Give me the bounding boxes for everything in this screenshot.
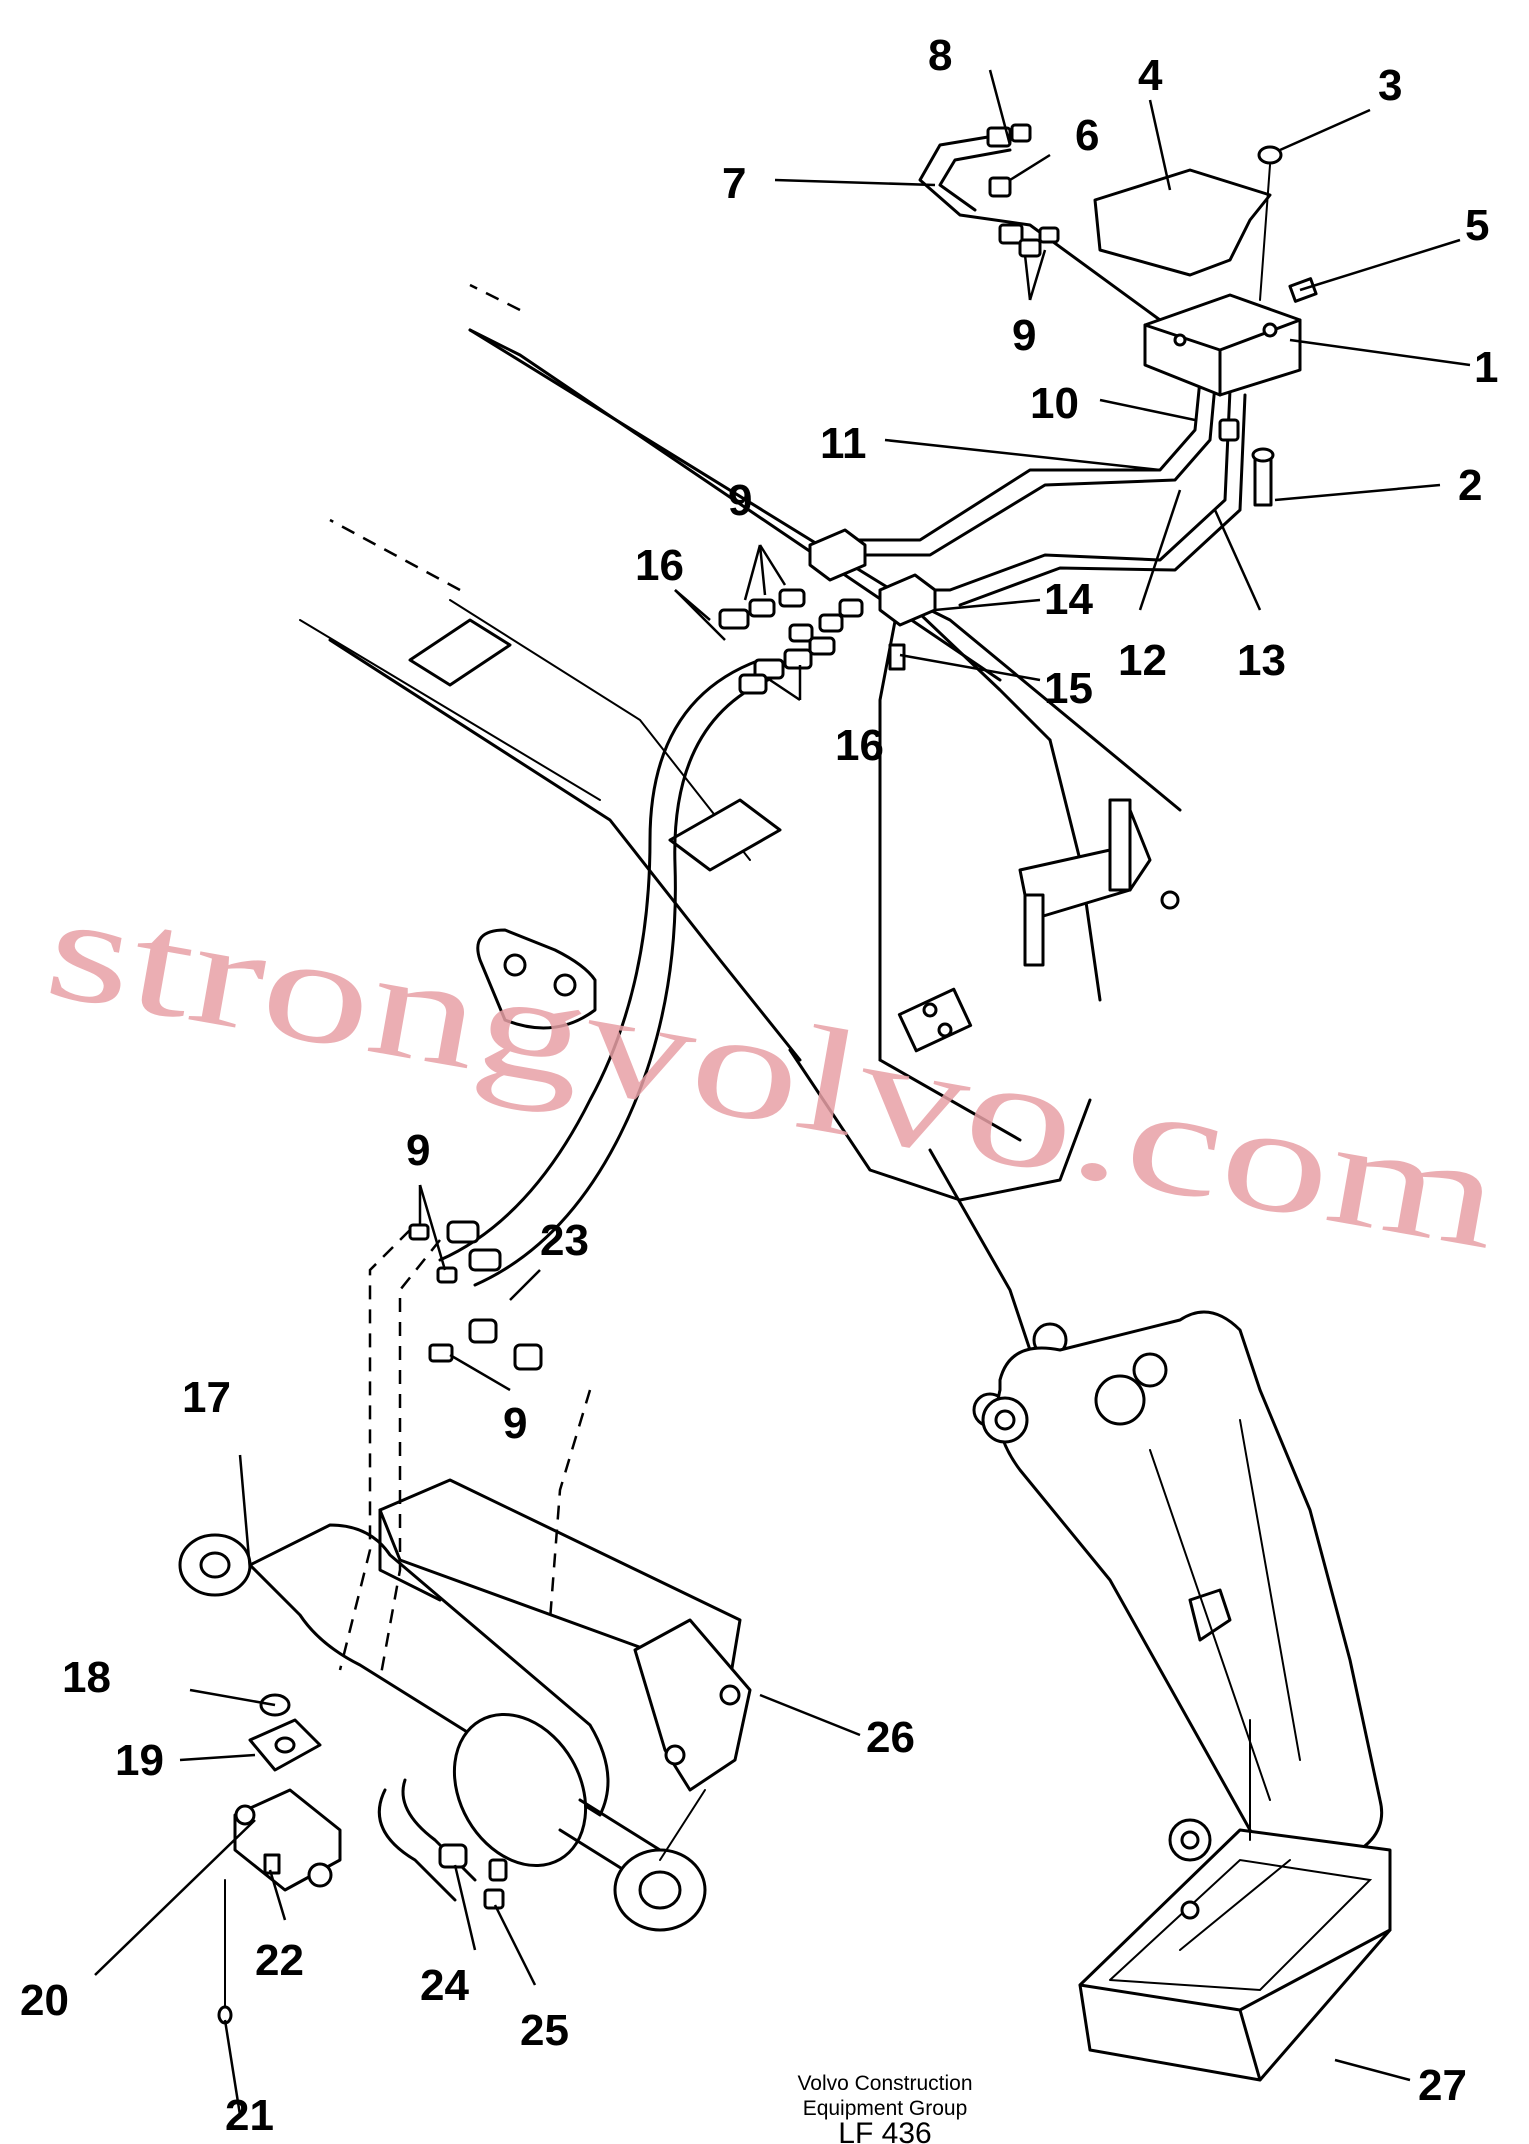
pad-drawing: [1078, 1719, 1392, 2082]
callout-25: 25: [520, 2006, 569, 2055]
callout-9b: 9: [728, 476, 752, 525]
callout-3: 3: [1378, 61, 1402, 110]
callout-10: 10: [1030, 379, 1079, 428]
callout-1: 1: [1474, 343, 1498, 392]
callout-19: 19: [115, 1736, 164, 1785]
callout-numbers: 1 2 3 4 5 6 7 8 9 9 9 9 10 11 12 13 14 1…: [20, 31, 1498, 2140]
arm-link-drawing: [981, 1310, 1384, 1872]
callout-11: 11: [820, 419, 867, 468]
callout-12: 12: [1118, 636, 1167, 685]
callout-15: 15: [1044, 664, 1093, 713]
footer: Volvo Construction Equipment Group LF 43…: [797, 2072, 972, 2144]
watermark: strongvolvo.com: [35, 862, 1511, 1281]
callout-9d: 9: [503, 1399, 527, 1448]
callout-2: 2: [1458, 461, 1482, 510]
boom-drawing: [299, 283, 1182, 1428]
callout-18: 18: [62, 1653, 111, 1702]
callout-14: 14: [1044, 575, 1093, 624]
leader-lines: [94, 69, 1471, 2116]
callout-23: 23: [540, 1216, 589, 1265]
valve-block-drawing: [217, 1693, 342, 2025]
callout-24: 24: [420, 1961, 469, 2010]
callout-16a: 16: [635, 541, 684, 590]
footer-line1: Volvo Construction: [797, 2072, 972, 2095]
callout-26: 26: [866, 1713, 915, 1762]
callout-7: 7: [722, 159, 746, 208]
valve-unit-drawing: [1093, 145, 1318, 507]
footer-code: LF 436: [838, 2117, 931, 2144]
callout-20: 20: [20, 1976, 69, 2025]
callout-6: 6: [1075, 111, 1099, 160]
callout-8: 8: [928, 31, 952, 80]
callout-4: 4: [1138, 51, 1163, 100]
cylinder-drawing: [178, 1478, 752, 1932]
callout-22: 22: [255, 1936, 304, 1985]
callout-27: 27: [1418, 2061, 1467, 2110]
callout-17: 17: [182, 1373, 231, 1422]
callout-16b: 16: [835, 721, 884, 770]
footer-line2: Equipment Group: [803, 2097, 968, 2120]
callout-9a: 9: [1012, 311, 1036, 360]
callout-9c: 9: [406, 1126, 430, 1175]
callout-13: 13: [1237, 636, 1286, 685]
callout-21: 21: [225, 2091, 274, 2140]
callout-5: 5: [1465, 201, 1489, 250]
